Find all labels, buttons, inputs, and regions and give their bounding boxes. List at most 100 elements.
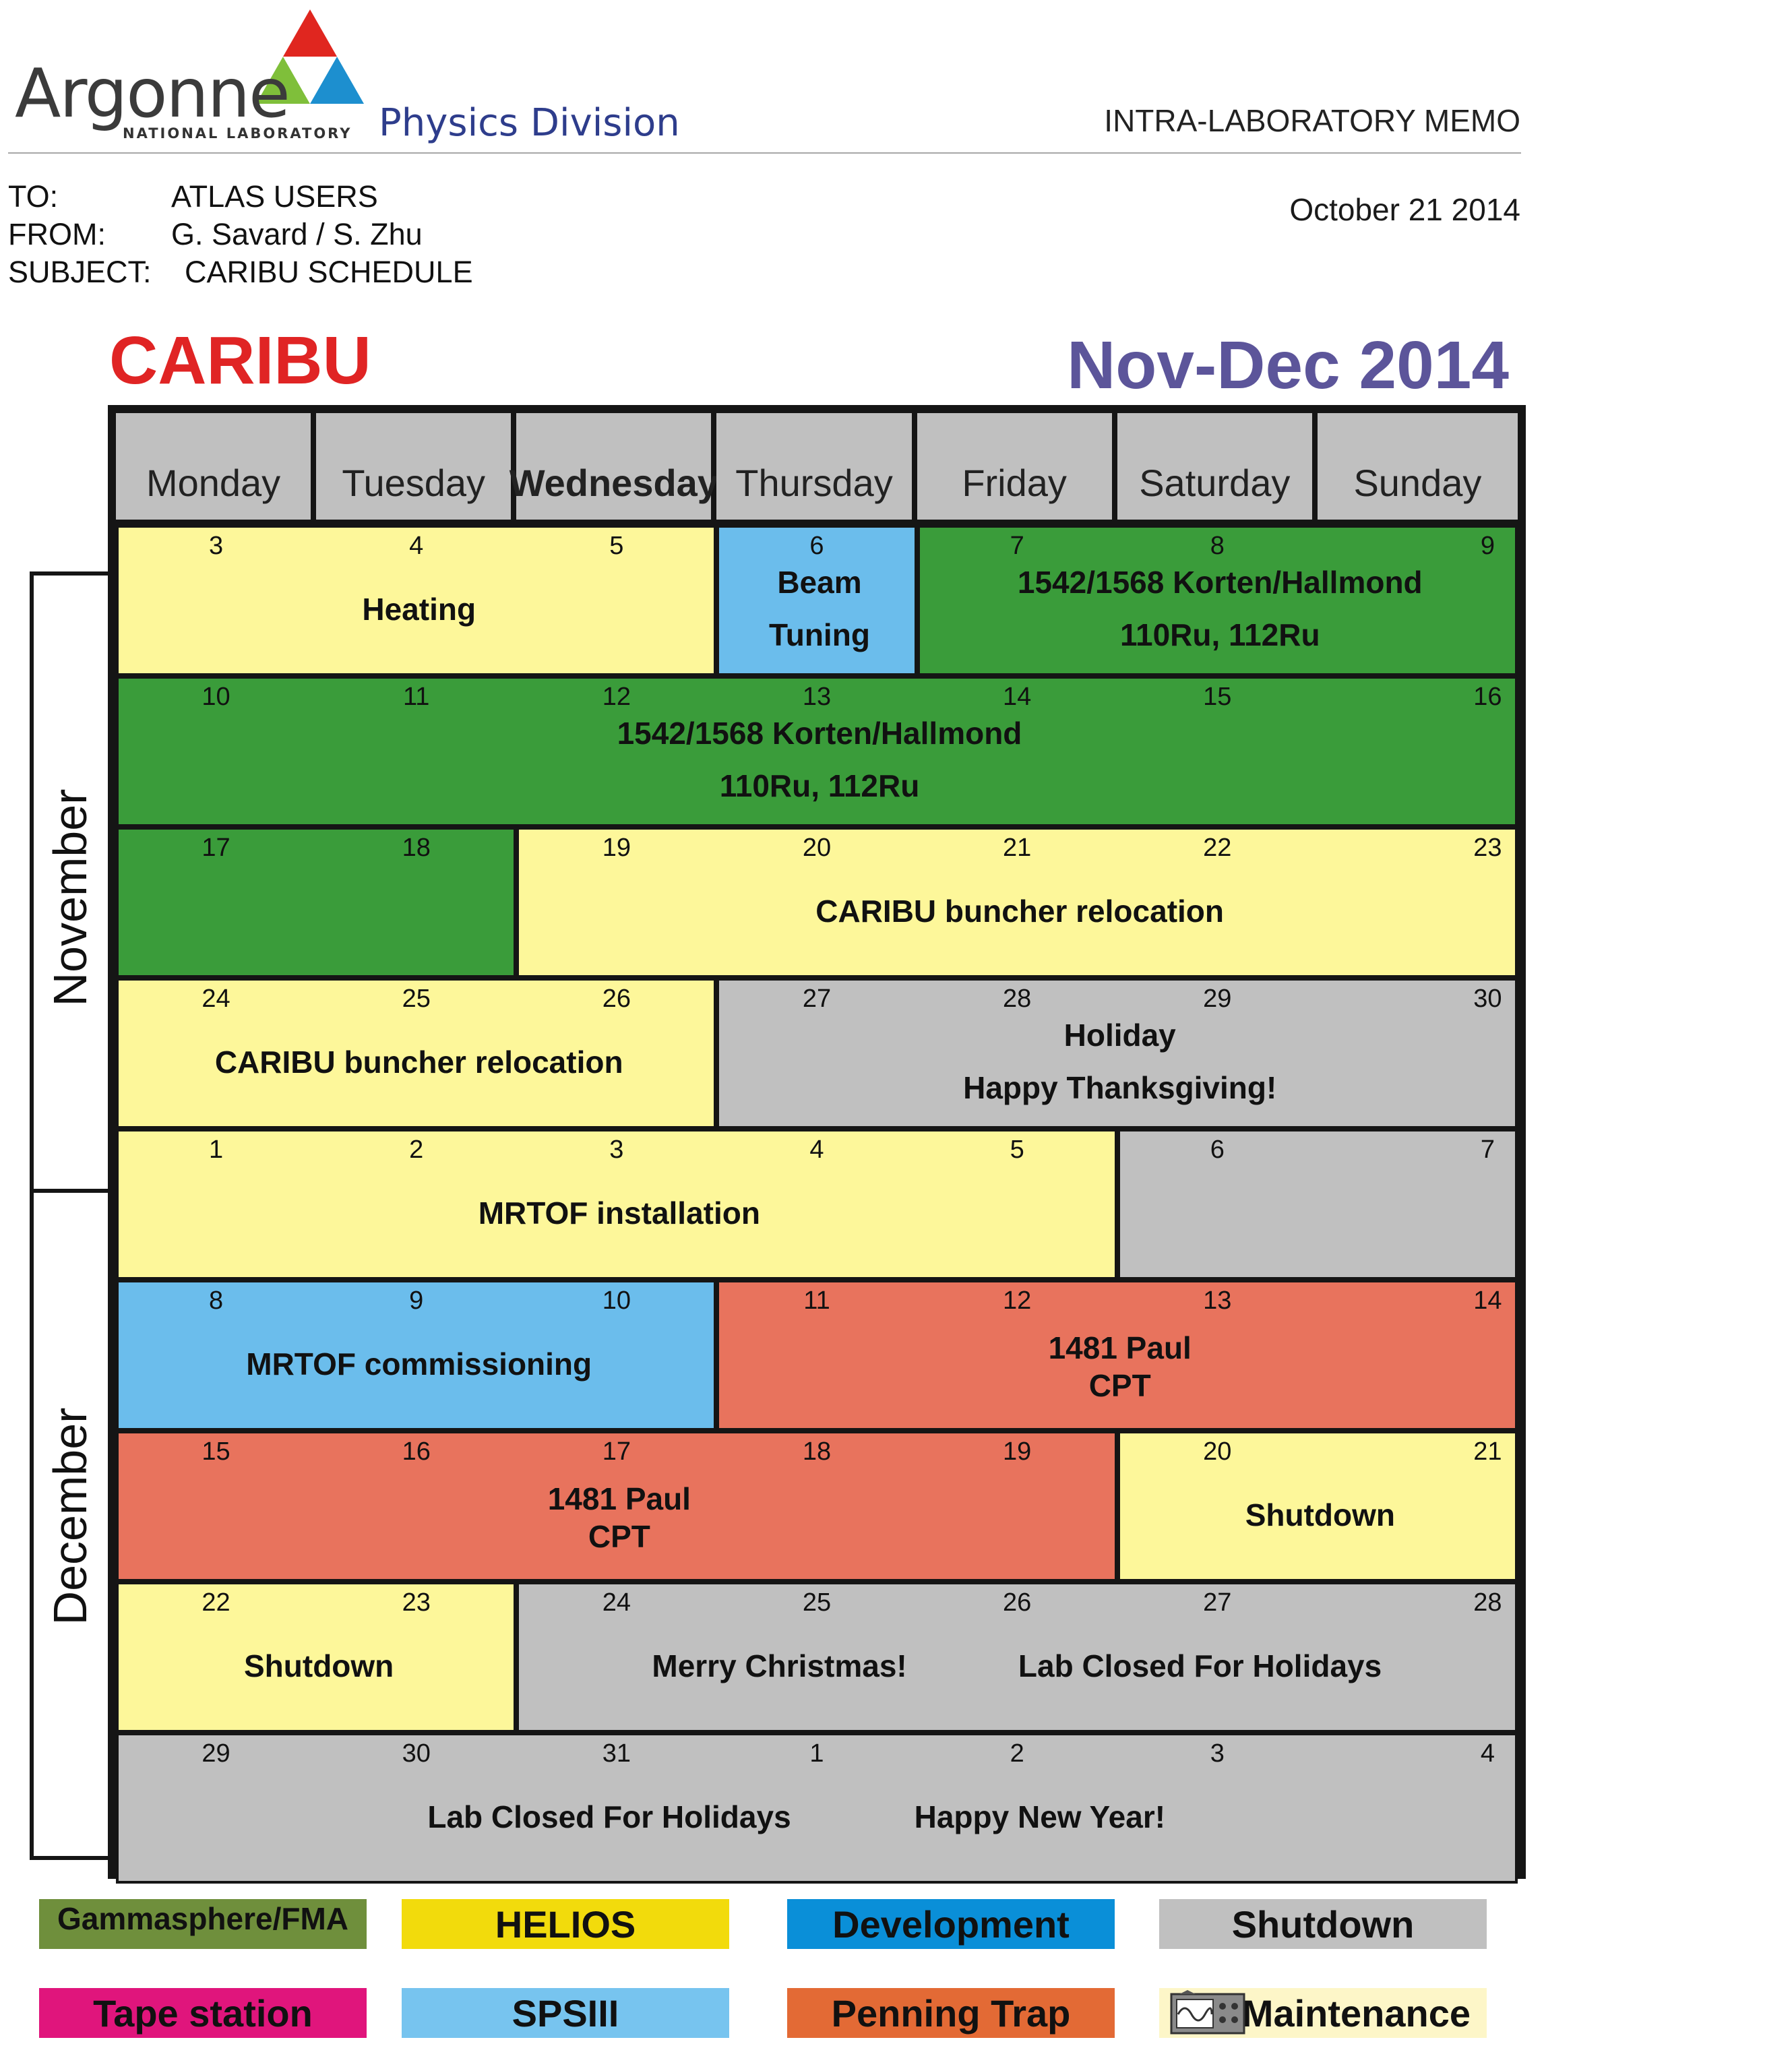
legend-item-maintenance: Maintenance [1159, 1988, 1487, 2038]
legend-label: HELIOS [495, 1902, 636, 1946]
date-number: 30 [1473, 985, 1502, 1013]
event-label: CARIBU buncher relocation [214, 1045, 623, 1080]
event-label: Lab Closed For Holidays [1018, 1648, 1382, 1683]
date-number: 5 [1010, 1136, 1024, 1164]
schedule-block: MRTOF installation [116, 1129, 1117, 1280]
date-number: 8 [1210, 532, 1225, 560]
date-number: 21 [1003, 834, 1032, 862]
argonne-triangle-icon [256, 9, 364, 104]
schedule-block: Lab Closed For Holidays Happy New Year! [116, 1733, 1518, 1884]
division-name: Physics Division [379, 101, 680, 145]
event-label: Lab Closed For Holidays [427, 1799, 791, 1834]
date-number: 4 [409, 532, 424, 560]
schedule-period: Nov-Dec 2014 [1067, 328, 1509, 403]
to-label: TO: [8, 179, 59, 214]
legend-label: Penning Trap [831, 1991, 1071, 2035]
date-number: 20 [1203, 1437, 1232, 1466]
event-label: CPT [588, 1519, 650, 1554]
date-number: 15 [202, 1437, 230, 1466]
date-number: 10 [602, 1286, 631, 1315]
date-number: 4 [809, 1136, 824, 1164]
date-number: 9 [1480, 532, 1495, 560]
legend-item-shutdown: Shutdown [1159, 1899, 1487, 1949]
event-label: Happy Thanksgiving! [963, 1070, 1277, 1105]
date-number: 19 [602, 834, 631, 862]
schedule-title: CARIBU [109, 323, 371, 398]
subject-label: SUBJECT: [8, 255, 152, 289]
date-number: 24 [602, 1588, 631, 1617]
date-number: 24 [202, 985, 230, 1013]
schedule-block: Heating [116, 525, 717, 676]
event-label: 1542/1568 Korten/Hallmond [1017, 565, 1423, 600]
date-number: 25 [402, 985, 431, 1013]
week-row: Shutdown Merry Christmas! Lab Closed For H… [116, 1582, 1518, 1733]
day-header-monday: Monday [116, 413, 311, 520]
date-number: 3 [208, 532, 224, 560]
month-label-november: November [44, 788, 96, 1007]
legend-item-gammasphere-fma: Gammasphere/FMA [39, 1899, 367, 1949]
date-number: 8 [208, 1286, 224, 1315]
legend-item-penning-trap: Penning Trap [787, 1988, 1115, 2038]
event-label: 1481 Paul [547, 1481, 691, 1516]
date-number: 2 [409, 1136, 424, 1164]
legend-label: Gammasphere/FMA [57, 1901, 348, 1936]
event-label: Happy New Year! [914, 1799, 1166, 1834]
date-number: 22 [202, 1588, 230, 1617]
legend-label: Maintenance [1241, 1991, 1471, 2035]
date-number: 12 [1003, 1286, 1032, 1315]
date-number: 3 [609, 1136, 624, 1164]
date-number: 27 [1203, 1588, 1232, 1617]
date-number: 17 [602, 1437, 631, 1466]
date-number: 13 [1203, 1286, 1232, 1315]
date-number: 10 [202, 683, 230, 711]
day-header-friday: Friday [917, 413, 1112, 520]
from-value: G. Savard / S. Zhu [171, 217, 423, 251]
date-number: 6 [1210, 1136, 1225, 1164]
header-divider [8, 152, 1521, 154]
legend-label: Tape station [93, 1991, 313, 2035]
event-label: CPT [1088, 1368, 1151, 1403]
argonne-logo [7, 9, 364, 144]
legend-label: SPSIII [512, 1991, 619, 2035]
logo-subtitle: NATIONAL LABORATORY [123, 125, 352, 142]
date-number: 7 [1010, 532, 1024, 560]
date-number: 12 [602, 683, 631, 711]
date-number: 18 [402, 834, 431, 862]
day-header-tuesday: Tuesday [316, 413, 512, 520]
date-number: 31 [602, 1739, 631, 1768]
date-number: 7 [1480, 1136, 1495, 1164]
date-number: 21 [1473, 1437, 1502, 1466]
legend-item-development: Development [787, 1899, 1115, 1949]
oscilloscope-icon [1170, 1990, 1245, 2035]
date-number: 13 [802, 683, 832, 711]
date-number: 16 [1473, 683, 1502, 711]
date-number: 1 [208, 1136, 224, 1164]
schedule-block: Shutdown [116, 1582, 517, 1733]
day-header-thursday: Thursday [716, 413, 912, 520]
date-number: 2 [1010, 1739, 1024, 1768]
event-label: MRTOF installation [478, 1196, 760, 1231]
event-label: Shutdown [1245, 1497, 1395, 1532]
memo-type: INTRA-LABORATORY MEMO [1104, 103, 1520, 138]
event-label: Beam [777, 565, 862, 600]
event-label: Merry Christmas! [652, 1648, 907, 1683]
to-value: ATLAS USERS [171, 179, 378, 214]
month-box-december: December [30, 1189, 111, 1860]
date-number: 26 [602, 985, 631, 1013]
event-label: Shutdown [244, 1648, 394, 1683]
schedule-block [116, 827, 517, 978]
date-number: 11 [803, 1286, 830, 1315]
date-number: 23 [402, 1588, 431, 1617]
date-number: 27 [802, 985, 832, 1013]
